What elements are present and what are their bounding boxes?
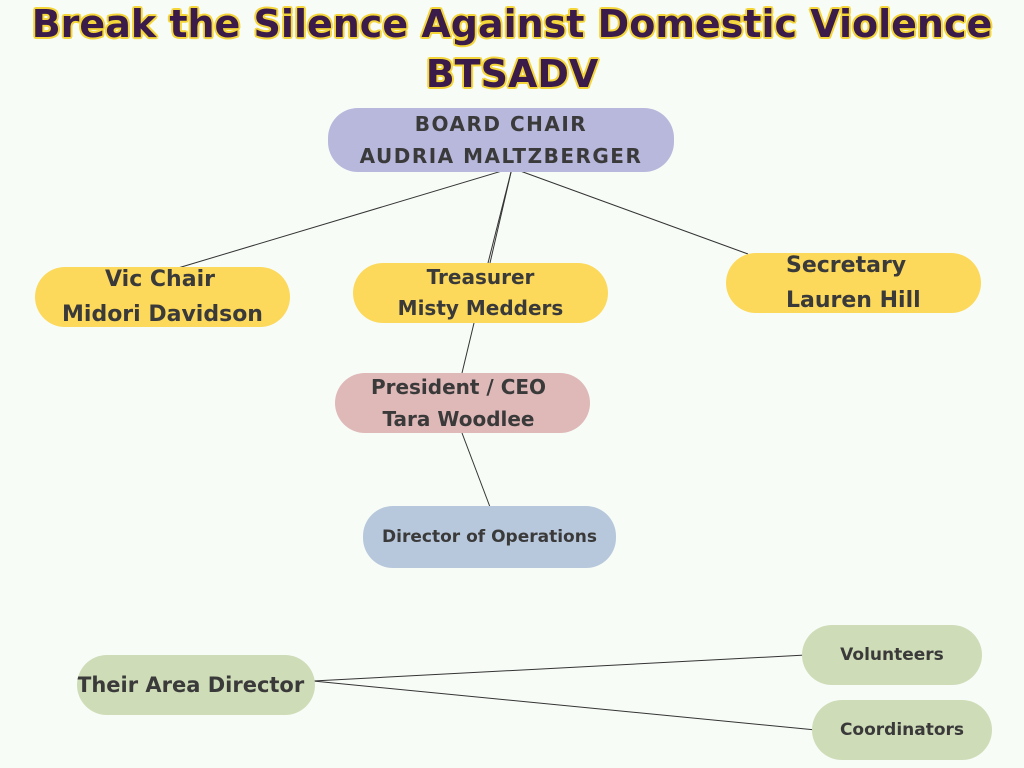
connector-board-secretary	[511, 167, 749, 255]
node-treasurer: Treasurer Misty Medders	[353, 263, 608, 323]
president-role: President / CEO	[370, 375, 547, 399]
president-name: Tara Woodlee	[382, 407, 535, 431]
node-coordinators: Coordinators	[812, 700, 992, 760]
chart-subtitle: BTSADV	[425, 52, 599, 96]
board-chair-name: AUDRIA MALTZBERGER	[359, 144, 643, 168]
vice-chair-name: Midori Davidson	[62, 302, 263, 327]
treasurer-role: Treasurer	[426, 265, 535, 289]
node-secretary: Secretary Lauren Hill	[726, 253, 981, 313]
node-director-operations: Director of Operations	[363, 506, 616, 568]
connector-area-coordinators	[312, 680, 817, 731]
node-vice-chair: Vic Chair Midori Davidson	[35, 267, 290, 327]
secretary-role: Secretary	[786, 253, 907, 278]
chart-title: Break the Silence Against Domestic Viole…	[31, 2, 993, 46]
connector-board-vice	[177, 167, 513, 269]
vice-chair-role: Vic Chair	[105, 267, 215, 292]
connector-area-volunteers	[312, 654, 807, 682]
node-area-director: Their Area Director	[77, 655, 315, 715]
volunteers-label: Volunteers	[840, 645, 944, 665]
node-board-chair: BOARD CHAIR AUDRIA MALTZBERGER	[328, 108, 674, 172]
director-operations-label: Director of Operations	[382, 527, 597, 547]
connector-president-director	[461, 432, 491, 508]
secretary-name: Lauren Hill	[786, 288, 921, 313]
node-volunteers: Volunteers	[802, 625, 982, 685]
treasurer-name: Misty Medders	[397, 296, 564, 320]
connector-board-treasurer-2	[487, 167, 513, 264]
connector-treasurer-president	[461, 322, 475, 374]
area-director-label: Their Area Director	[77, 673, 305, 697]
board-chair-role: BOARD CHAIR	[414, 112, 588, 136]
node-president-ceo: President / CEO Tara Woodlee	[335, 373, 590, 433]
coordinators-label: Coordinators	[839, 720, 965, 740]
